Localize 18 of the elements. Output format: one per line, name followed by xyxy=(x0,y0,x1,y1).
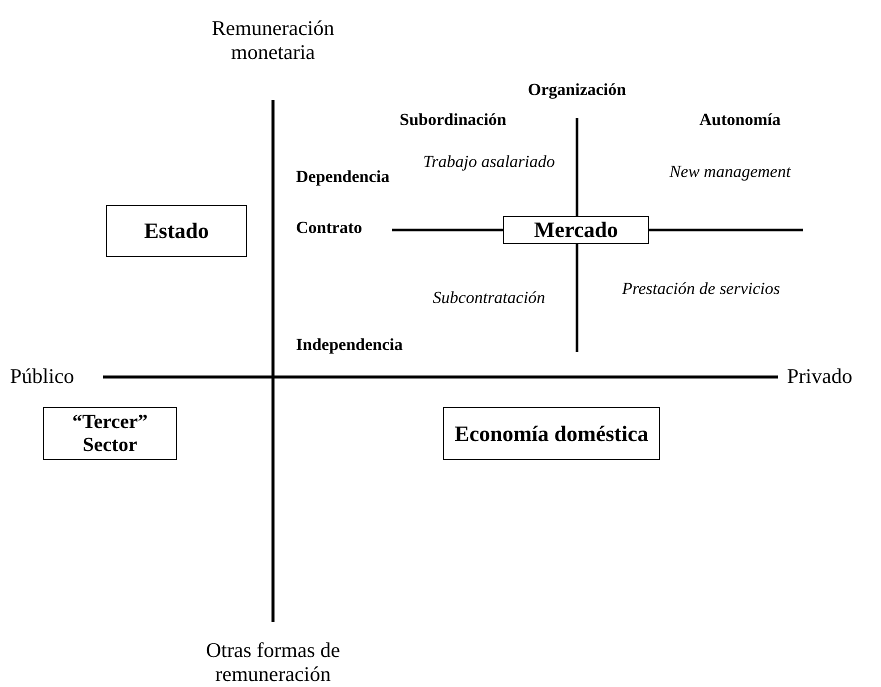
sector-box: Mercado xyxy=(503,216,649,244)
sector-box: Estado xyxy=(106,205,247,257)
dimension-label: Subordinación xyxy=(398,109,508,131)
example-label: New management xyxy=(668,161,792,183)
sector-box: “Tercer” Sector xyxy=(43,407,177,460)
example-label: Trabajo asalariado xyxy=(422,151,556,173)
example-label: Prestación de servicios xyxy=(621,278,781,300)
dimension-label: Independencia xyxy=(296,334,404,356)
dimension-label: Dependencia xyxy=(296,166,390,188)
dimension-label: Organización xyxy=(526,79,628,101)
axis-label: Remuneración monetaria xyxy=(210,16,336,64)
dimension-label: Contrato xyxy=(296,217,364,239)
axis-label: Otras formas de remuneración xyxy=(204,638,342,686)
example-label: Subcontratación xyxy=(432,287,546,309)
dimension-label: Autonomía xyxy=(698,109,782,131)
axis-label: Privado xyxy=(787,364,854,388)
axis-label: Público xyxy=(10,364,76,388)
sector-box: Economía doméstica xyxy=(443,407,660,460)
